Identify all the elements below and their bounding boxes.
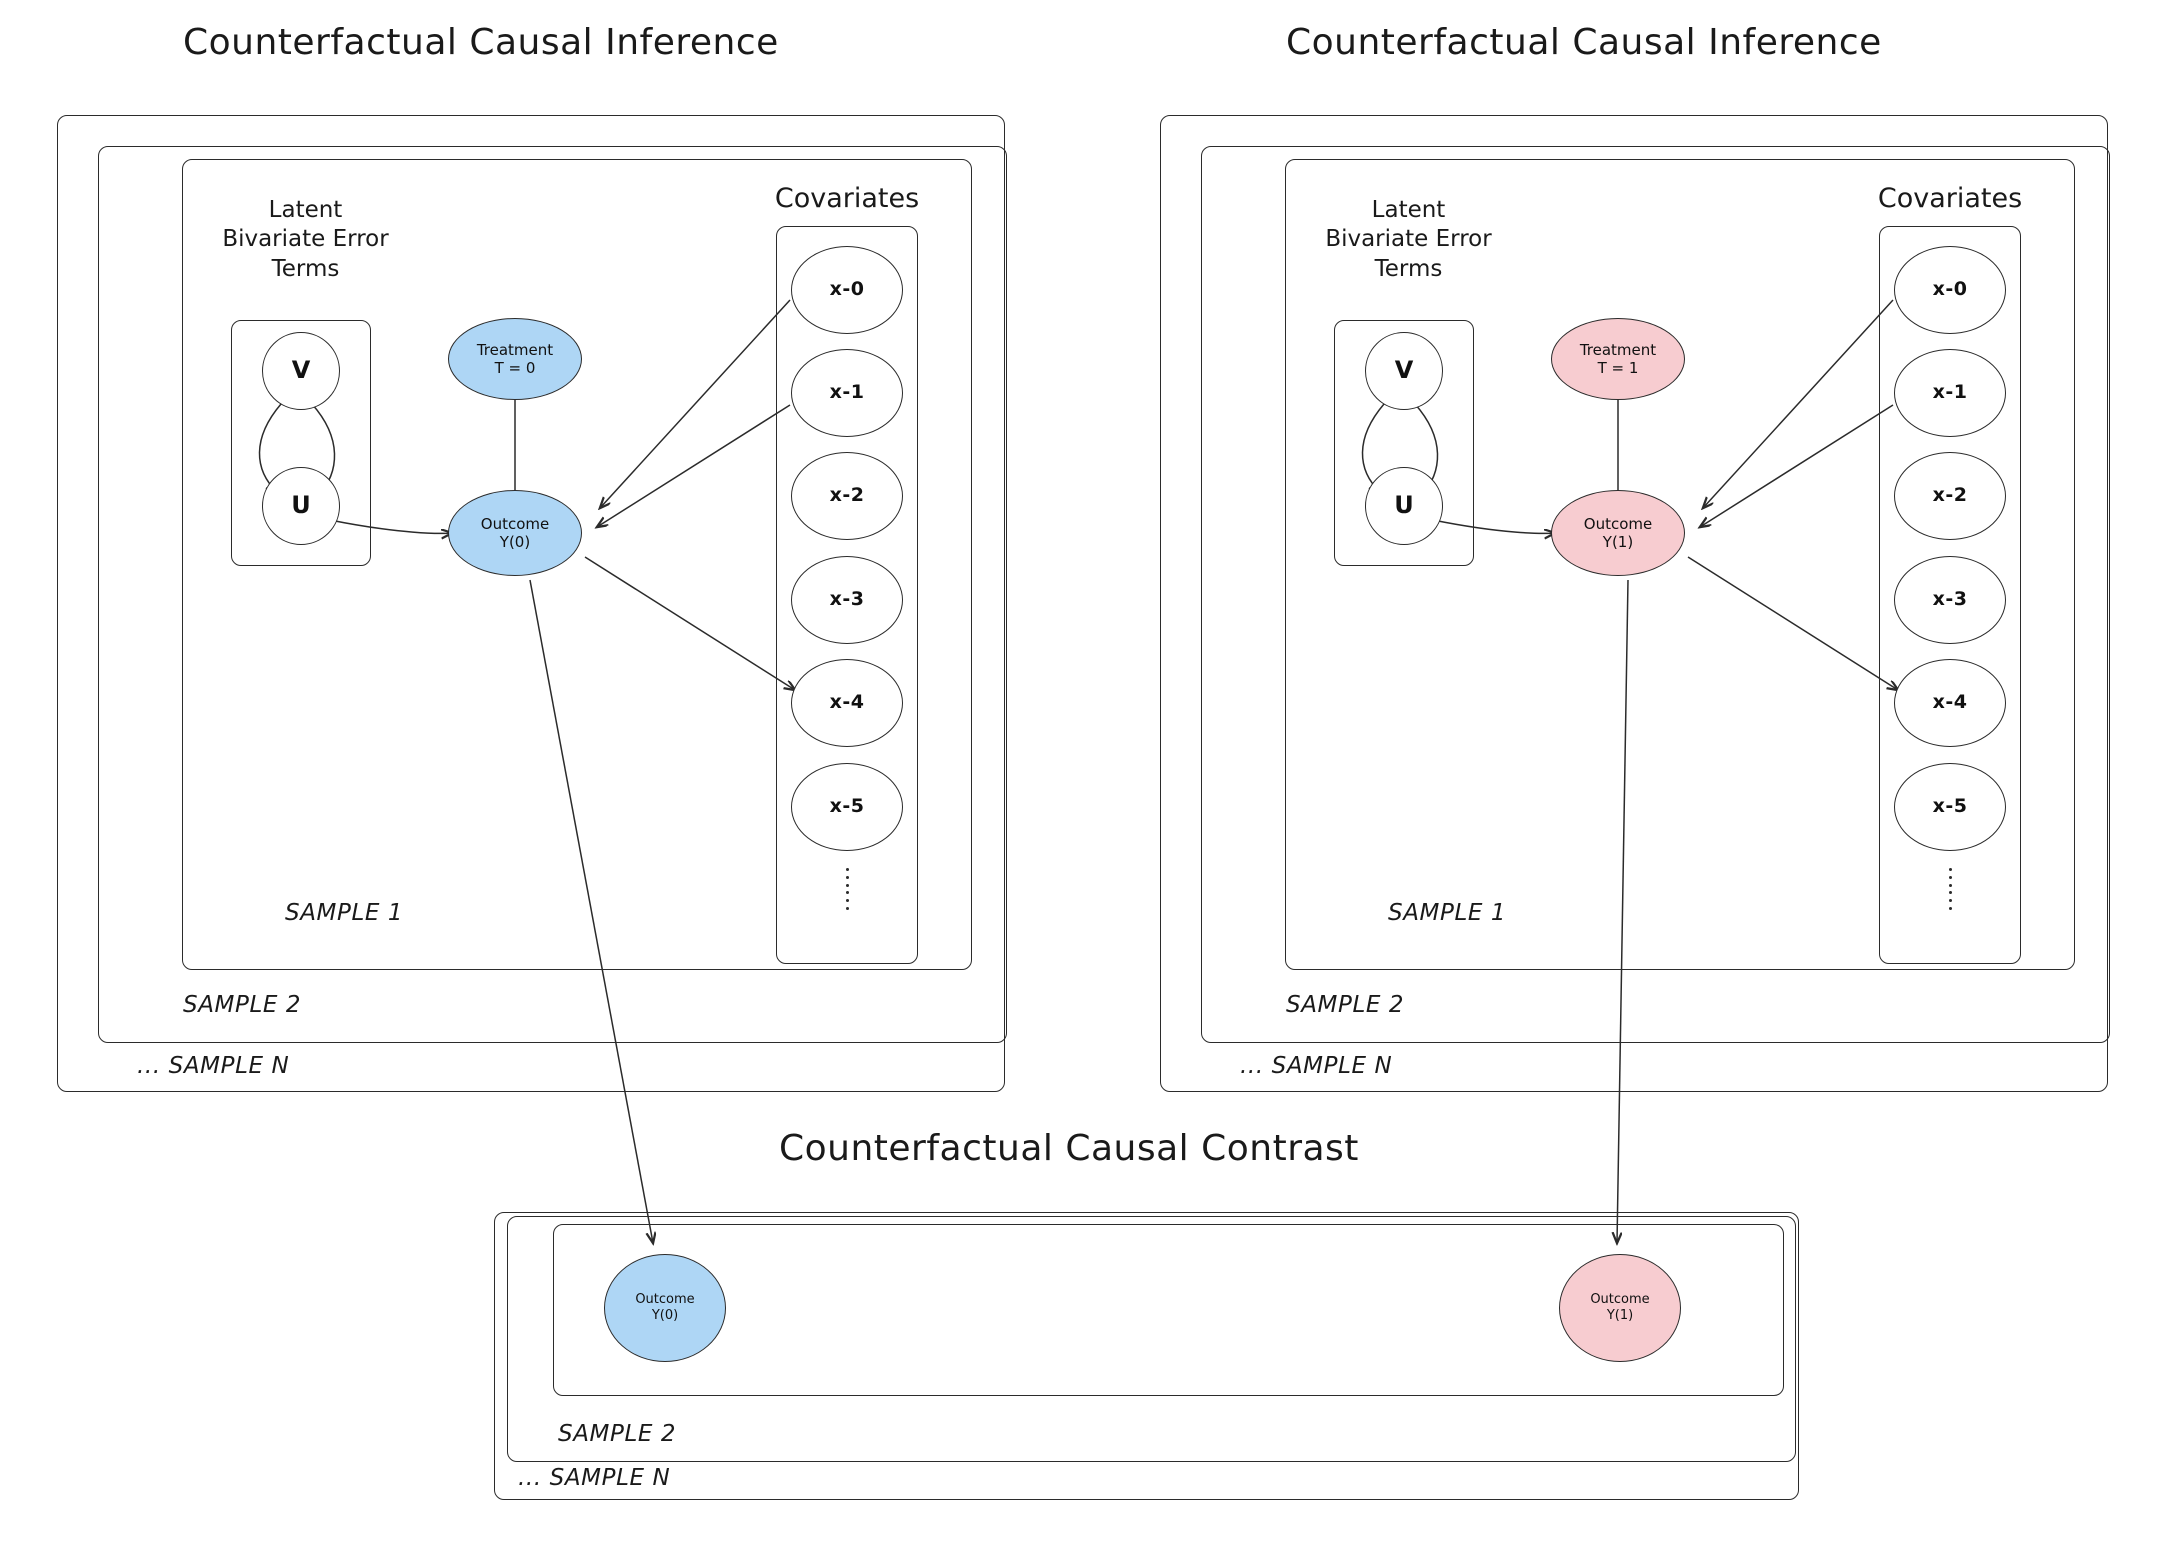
- left-sample-n-box: [57, 115, 1005, 1092]
- left-covariate-x-1-label: x-1: [829, 381, 865, 404]
- left-sample-label-1: SAMPLE 1: [285, 900, 404, 926]
- bottom-sample-label-2: SAMPLE 2: [558, 1421, 677, 1447]
- left-outcome-line1: Outcome: [480, 514, 550, 533]
- bottom-outcome-control-line2: Y(0): [651, 1308, 679, 1323]
- right-covariate-x-0-label: x-0: [1932, 278, 1968, 301]
- left-latent-box: [231, 320, 371, 566]
- right-latent-box: [1334, 320, 1474, 566]
- left-node-u[interactable]: U: [262, 467, 340, 545]
- left-covariate-x-5-label: x-5: [829, 795, 865, 818]
- left-covariate-x-0[interactable]: x-0: [791, 246, 903, 334]
- right-treatment-line1: Treatment: [1579, 340, 1657, 359]
- left-treatment-line1: Treatment: [476, 340, 554, 359]
- left-treatment-line2: T = 0: [494, 359, 536, 377]
- right-node-v[interactable]: V: [1365, 332, 1443, 410]
- right-outcome-node[interactable]: Outcome Y(1): [1551, 490, 1685, 576]
- right-sample-2-box: [1201, 146, 2110, 1043]
- right-covariate-x-2[interactable]: x-2: [1894, 452, 2006, 540]
- right-covariate-x-4[interactable]: x-4: [1894, 659, 2006, 747]
- left-covariates-box: [776, 226, 918, 964]
- left-covariate-x-4[interactable]: x-4: [791, 659, 903, 747]
- right-sample-label-n: ... SAMPLE N: [1240, 1053, 1393, 1079]
- left-treatment-node[interactable]: Treatment T = 0: [448, 318, 582, 400]
- left-covariates-ellipsis-icon: [846, 868, 849, 910]
- left-node-u-label: U: [291, 491, 311, 520]
- left-covariate-x-2-label: x-2: [829, 484, 865, 507]
- right-sample-label-2: SAMPLE 2: [1286, 992, 1405, 1018]
- bottom-sample-n-box: [494, 1212, 1799, 1500]
- bottom-sample-2-box: [507, 1216, 1796, 1462]
- right-covariates-label: Covariates: [1877, 183, 2023, 214]
- right-treatment-node[interactable]: Treatment T = 1: [1551, 318, 1685, 400]
- right-covariates-ellipsis-icon: [1949, 868, 1952, 910]
- bottom-outcome-treated-line1: Outcome: [1590, 1292, 1650, 1308]
- bottom-outcome-control-node[interactable]: Outcome Y(0): [604, 1254, 726, 1362]
- left-panel-title: Counterfactual Causal Inference: [183, 22, 779, 63]
- right-outcome-line2: Y(1): [1602, 533, 1634, 551]
- right-covariate-x-0[interactable]: x-0: [1894, 246, 2006, 334]
- right-covariate-x-4-label: x-4: [1932, 691, 1968, 714]
- bottom-sample-1-box: [553, 1224, 1784, 1396]
- right-sample-n-box: [1160, 115, 2108, 1092]
- left-node-v[interactable]: V: [262, 332, 340, 410]
- right-node-v-label: V: [1394, 356, 1414, 385]
- right-outcome-line1: Outcome: [1583, 514, 1653, 533]
- right-node-u[interactable]: U: [1365, 467, 1443, 545]
- left-latent-label: Latent Bivariate Error Terms: [222, 197, 389, 282]
- right-covariate-x-1-label: x-1: [1932, 381, 1968, 404]
- left-covariate-x-1[interactable]: x-1: [791, 349, 903, 437]
- bottom-panel-title: Counterfactual Causal Contrast: [779, 1128, 1359, 1169]
- right-treatment-line2: T = 1: [1597, 359, 1639, 377]
- left-node-v-label: V: [291, 356, 311, 385]
- right-covariates-box: [1879, 226, 2021, 964]
- bottom-sample-label-n: ... SAMPLE N: [518, 1465, 671, 1491]
- left-covariate-x-5[interactable]: x-5: [791, 763, 903, 851]
- right-covariate-x-2-label: x-2: [1932, 484, 1968, 507]
- left-sample-label-2: SAMPLE 2: [183, 992, 302, 1018]
- right-covariate-x-3[interactable]: x-3: [1894, 556, 2006, 644]
- right-covariate-x-3-label: x-3: [1932, 588, 1968, 611]
- left-sample-label-n: ... SAMPLE N: [137, 1053, 290, 1079]
- right-panel-title: Counterfactual Causal Inference: [1286, 22, 1882, 63]
- right-covariate-x-1[interactable]: x-1: [1894, 349, 2006, 437]
- left-covariate-x-3-label: x-3: [829, 588, 865, 611]
- right-latent-label: Latent Bivariate Error Terms: [1325, 197, 1492, 282]
- left-outcome-node[interactable]: Outcome Y(0): [448, 490, 582, 576]
- left-covariates-label: Covariates: [774, 183, 920, 214]
- left-covariate-x-4-label: x-4: [829, 691, 865, 714]
- left-sample-1-box: [182, 159, 972, 970]
- right-node-u-label: U: [1394, 491, 1414, 520]
- bottom-outcome-treated-line2: Y(1): [1606, 1308, 1634, 1323]
- right-sample-label-1: SAMPLE 1: [1388, 900, 1507, 926]
- bottom-outcome-treated-node[interactable]: Outcome Y(1): [1559, 1254, 1681, 1362]
- left-outcome-line2: Y(0): [499, 533, 531, 551]
- right-covariate-x-5-label: x-5: [1932, 795, 1968, 818]
- left-sample-2-box: [98, 146, 1007, 1043]
- right-covariate-x-5[interactable]: x-5: [1894, 763, 2006, 851]
- left-covariate-x-2[interactable]: x-2: [791, 452, 903, 540]
- left-covariate-x-0-label: x-0: [829, 278, 865, 301]
- left-covariate-x-3[interactable]: x-3: [791, 556, 903, 644]
- right-sample-1-box: [1285, 159, 2075, 970]
- bottom-outcome-control-line1: Outcome: [635, 1292, 695, 1308]
